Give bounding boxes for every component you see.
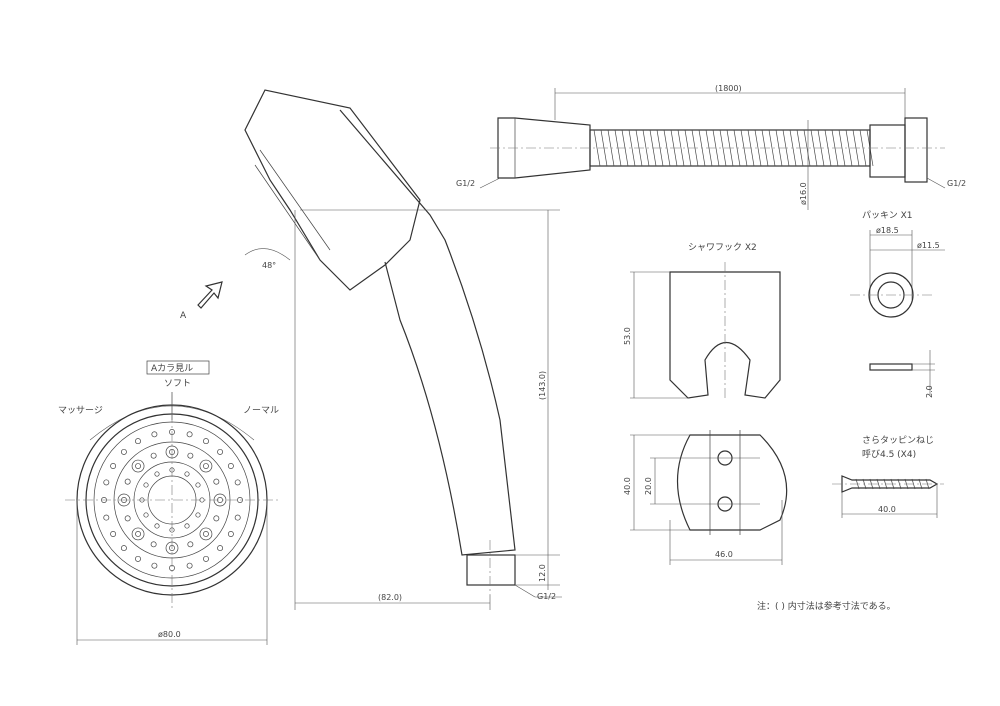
- packing-title: パッキン X1: [862, 210, 912, 221]
- view-arrow-icon: [197, 281, 223, 309]
- view-arrow-label: A: [180, 311, 187, 321]
- packing-inner-dim: ø11.5: [917, 241, 940, 250]
- shower-hook-view: シャワフック X2 53.0 40.0 20.0 46.0: [623, 242, 788, 565]
- nozzle: [151, 562, 158, 569]
- nozzle-large: [131, 527, 145, 541]
- nozzle-inner: [184, 471, 190, 477]
- handle-thread-label: G1/2: [537, 592, 556, 601]
- nozzle: [186, 431, 193, 438]
- nozzle: [135, 438, 141, 445]
- thread-length-dim: 12.0: [538, 564, 547, 582]
- nozzle-inner: [184, 523, 190, 529]
- hook-width-dim: 46.0: [715, 550, 733, 559]
- nozzle: [135, 530, 142, 537]
- nozzle: [103, 514, 110, 521]
- hose-thread-left: G1/2: [456, 179, 475, 188]
- screw-thread: [918, 478, 923, 490]
- nozzle: [187, 541, 194, 548]
- nozzle: [187, 452, 194, 459]
- handle-width-dim: (82.0): [378, 593, 402, 602]
- head-diameter-dim: ø80.0: [158, 630, 181, 639]
- hook-title: シャワフック X2: [688, 242, 757, 253]
- packing-outer-dim: ø18.5: [876, 226, 899, 235]
- mode-massage: マッサージ: [58, 405, 103, 416]
- nozzle: [135, 463, 142, 470]
- hose-coil: [628, 129, 636, 167]
- hose-length-dim: (1800): [715, 84, 742, 93]
- nozzle-inner: [154, 471, 160, 477]
- nozzle: [110, 531, 117, 537]
- shower-handle-side-view: (82.0) (143.0) 12.0 G1/2 48° A: [180, 89, 562, 610]
- nozzle-large: [199, 459, 213, 473]
- nozzle: [217, 545, 224, 552]
- nozzle: [203, 555, 209, 562]
- nozzle: [227, 531, 234, 537]
- nozzle: [213, 515, 220, 522]
- nozzle-inner: [195, 512, 201, 518]
- dimension-note: 注：( ) 内寸法は参考寸法である。: [757, 600, 896, 612]
- hose-diameter-dim: ø16.0: [799, 182, 808, 205]
- nozzle-inner: [195, 482, 201, 488]
- nozzle: [124, 478, 131, 485]
- handle-length-dim: (143.0): [538, 371, 547, 400]
- mode-normal: ノーマル: [243, 406, 279, 416]
- hook-depth-dim: 40.0: [623, 477, 632, 495]
- nozzle-inner: [154, 523, 160, 529]
- nozzle-large: [117, 493, 131, 507]
- screw-thread: [876, 478, 881, 490]
- hose-coil: [845, 129, 853, 167]
- angle-dim: 48°: [262, 261, 276, 270]
- nozzle: [217, 448, 224, 455]
- nozzle-large: [199, 527, 213, 541]
- nozzle: [151, 431, 158, 438]
- nozzle: [186, 562, 193, 569]
- screw-length-dim: 40.0: [878, 505, 896, 514]
- nozzle: [120, 448, 127, 455]
- nozzle: [227, 463, 234, 469]
- hose-coil: [754, 129, 762, 167]
- packing-thickness-dim: 2.0: [925, 385, 934, 398]
- screw-thread: [883, 478, 888, 490]
- mode-soft: ソフト: [164, 379, 191, 389]
- hose-coil: [593, 129, 601, 167]
- nozzle: [234, 514, 241, 521]
- hook-pitch-dim: 20.0: [644, 477, 653, 495]
- nozzle: [103, 479, 110, 486]
- nozzle-inner: [143, 512, 149, 518]
- hose-coil: [677, 129, 685, 167]
- nozzle-large: [131, 459, 145, 473]
- hook-height-dim: 53.0: [623, 327, 632, 345]
- view-label-box: [146, 360, 210, 375]
- nozzle: [150, 541, 157, 548]
- nozzle: [203, 438, 209, 445]
- nozzle: [202, 463, 209, 470]
- view-label: Aカラ見ル: [151, 363, 193, 374]
- shower-head-front-view: Aカラ見ル ソフト マッサージ ノーマル ø80.0: [58, 360, 280, 645]
- hose-coil: [719, 129, 727, 167]
- nozzle: [124, 515, 131, 522]
- hose-view: (1800) G1/2 G1/2 ø16.0: [456, 84, 966, 210]
- nozzle: [234, 479, 241, 486]
- packing-view: パッキン X1 ø18.5 ø11.5 2.0: [850, 210, 945, 398]
- hose-coil: [768, 129, 776, 167]
- nozzle: [135, 555, 141, 562]
- screw-spec: 呼び4.5 (X4): [862, 449, 916, 460]
- screw-view: さらタッピンねじ 呼び4.5 (X4) 40.0: [832, 435, 944, 518]
- nozzle: [150, 452, 157, 459]
- hose-thread-right: G1/2: [947, 179, 966, 188]
- nozzle: [120, 545, 127, 552]
- nozzle: [202, 530, 209, 537]
- hose-coil: [642, 129, 650, 167]
- nozzle: [110, 463, 117, 469]
- screw-title: さらタッピンねじ: [862, 435, 934, 446]
- nozzle: [213, 478, 220, 485]
- nozzle: [237, 497, 243, 503]
- nozzle-inner: [143, 482, 149, 488]
- hose-coil: [803, 129, 811, 167]
